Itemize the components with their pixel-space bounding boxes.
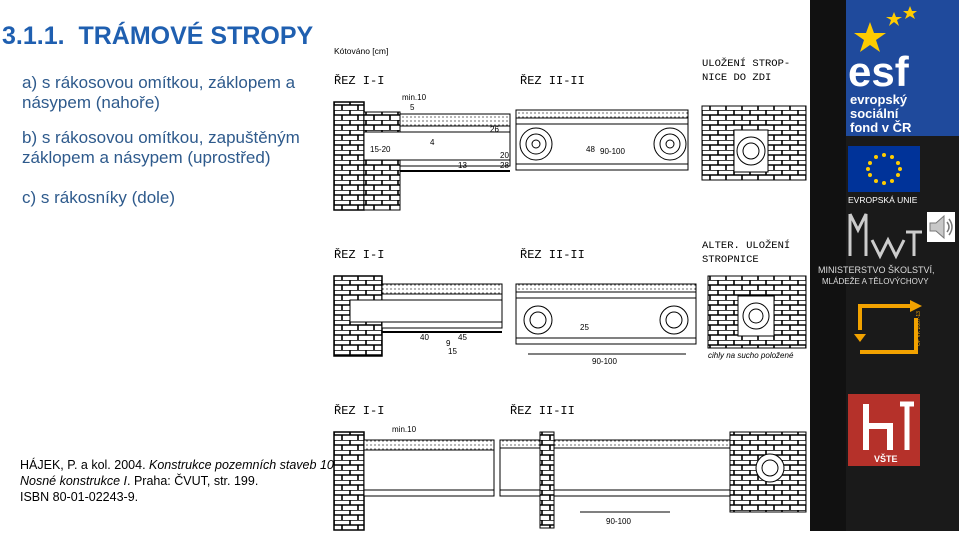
dry-bricks-note: cihly na sucho položené: [708, 351, 794, 360]
dim-28: 28: [500, 161, 509, 170]
ref-publisher: . Praha: ČVUT, str. 199.: [127, 474, 259, 488]
row1-section-II: ŘEZ II-II 20 28 48 90-100: [500, 73, 689, 171]
eu-flag-logo: EVROPSKÁ UNIE: [848, 146, 920, 205]
row2-alt-bearing: ALTER. ULOŽENÍ STROPNICE cihly na sucho …: [702, 238, 807, 360]
speaker-icon[interactable]: [927, 212, 955, 242]
row1-sec1-label: ŘEZ I-I: [334, 73, 384, 88]
beam: [363, 131, 511, 161]
dim-26: 26: [490, 125, 499, 134]
dim-20: 20: [500, 151, 509, 160]
msmt-logo: MINISTERSTVO ŠKOLSTVÍ, MLÁDEŽE A TĚLOVÝC…: [818, 213, 935, 286]
bullet-item-c: c) s rákosníky (dole): [22, 188, 176, 207]
vste-logo: VŠTE: [848, 394, 920, 466]
ceiling-board: [399, 159, 511, 167]
dim-45: 45: [458, 333, 467, 342]
slide-title: 3.1.1. TRÁMOVÉ STROPY: [2, 22, 313, 51]
title-text: TRÁMOVÉ STROPY: [78, 22, 314, 50]
row2-section-I: ŘEZ I-I 40 45 9 15: [333, 247, 503, 357]
dim-13: 13: [458, 161, 467, 170]
op-vk-logo: OP VK 2007-13: [852, 298, 924, 360]
row2-sec3-line2: STROPNICE: [702, 254, 759, 266]
technical-drawings: Kótováno [cm] ŘEZ I-I min.10 5 15-20 4 1…: [333, 46, 807, 531]
logos: esf evropský sociální fond v ČR EVROPSKÁ…: [810, 0, 959, 531]
star-icon: [854, 22, 886, 52]
bullet-item-b: b) s rákosovou omítkou, zapuštěným záklo…: [22, 128, 300, 167]
row2-sec2-label: ŘEZ II-II: [520, 247, 585, 262]
ref-authors: HÁJEK, P. a kol. 2004.: [20, 458, 150, 472]
esf-wordmark: esf: [848, 48, 910, 95]
star-icon: [903, 6, 917, 19]
row1-sec2-label: ŘEZ II-II: [520, 73, 585, 88]
row3-sec2-label: ŘEZ II-II: [510, 403, 575, 418]
esf-logo: esf evropský sociální fond v ČR: [846, 0, 959, 136]
msmt-line1: MINISTERSTVO ŠKOLSTVÍ,: [818, 265, 935, 275]
row1-sec3-line2: NICE DO ZDI: [702, 72, 771, 84]
dim-min10: min.10: [402, 93, 427, 102]
bullet-item-a: a) s rákosovou omítkou, záklopem a násyp…: [22, 73, 296, 112]
esf-sub2: sociální: [850, 106, 899, 121]
ref-book-title: Konstrukce pozemních staveb 10.: [149, 458, 338, 472]
op-label: OP VK 2007-13: [916, 311, 922, 346]
dim-9: 9: [446, 339, 451, 348]
row3-section-II: ŘEZ II-II 90-100: [499, 403, 807, 529]
dim-48: 48: [586, 145, 595, 154]
esf-sub3: fond v ČR: [850, 120, 912, 135]
dim-90-100: 90-100: [600, 147, 625, 156]
dim-90-100-row3: 90-100: [606, 517, 631, 526]
dimension-note: Kótováno [cm]: [334, 46, 388, 56]
row2-sec3-line1: ALTER. ULOŽENÍ: [702, 238, 790, 252]
bibliographic-reference: HÁJEK, P. a kol. 2004. Konstrukce pozemn…: [20, 457, 340, 505]
dim-15-20: 15-20: [370, 145, 391, 154]
vste-label: VŠTE: [874, 453, 898, 464]
row2-sec1-label: ŘEZ I-I: [334, 247, 384, 262]
dim-25: 25: [580, 323, 589, 332]
row2-section-II: ŘEZ II-II 25 90-100: [515, 247, 697, 366]
row3-section-I: ŘEZ I-I min.10: [333, 403, 495, 531]
row3-sec1-label: ŘEZ I-I: [334, 403, 384, 418]
brick-wall: [363, 111, 401, 211]
dim-15: 15: [448, 347, 457, 356]
brick-wall: [333, 101, 365, 211]
ref-book-subtitle: Nosné konstrukce I: [20, 474, 127, 488]
dim-5: 5: [410, 103, 415, 112]
sponsor-logos-sidebar: esf evropský sociální fond v ČR EVROPSKÁ…: [810, 0, 959, 531]
dim-40: 40: [420, 333, 429, 342]
title-number: 3.1.1.: [2, 22, 65, 50]
msmt-line2: MLÁDEŽE A TĚLOVÝCHOVY: [822, 277, 929, 286]
row1-wall-bearing: ULOŽENÍ STROP- NICE DO ZDI: [701, 56, 807, 181]
row1-sec3-line1: ULOŽENÍ STROP-: [702, 56, 790, 70]
row1-section-I: ŘEZ I-I min.10 5 15-20 4 13 26: [333, 73, 511, 211]
dim-4: 4: [430, 138, 435, 147]
star-icon: [886, 12, 902, 26]
ref-isbn: ISBN 80-01-02243-9.: [20, 490, 139, 504]
dim-min10-row3: min.10: [392, 425, 417, 434]
esf-sub1: evropský: [850, 92, 908, 107]
dim-90-100-row2: 90-100: [592, 357, 617, 366]
eu-label: EVROPSKÁ UNIE: [848, 195, 918, 205]
